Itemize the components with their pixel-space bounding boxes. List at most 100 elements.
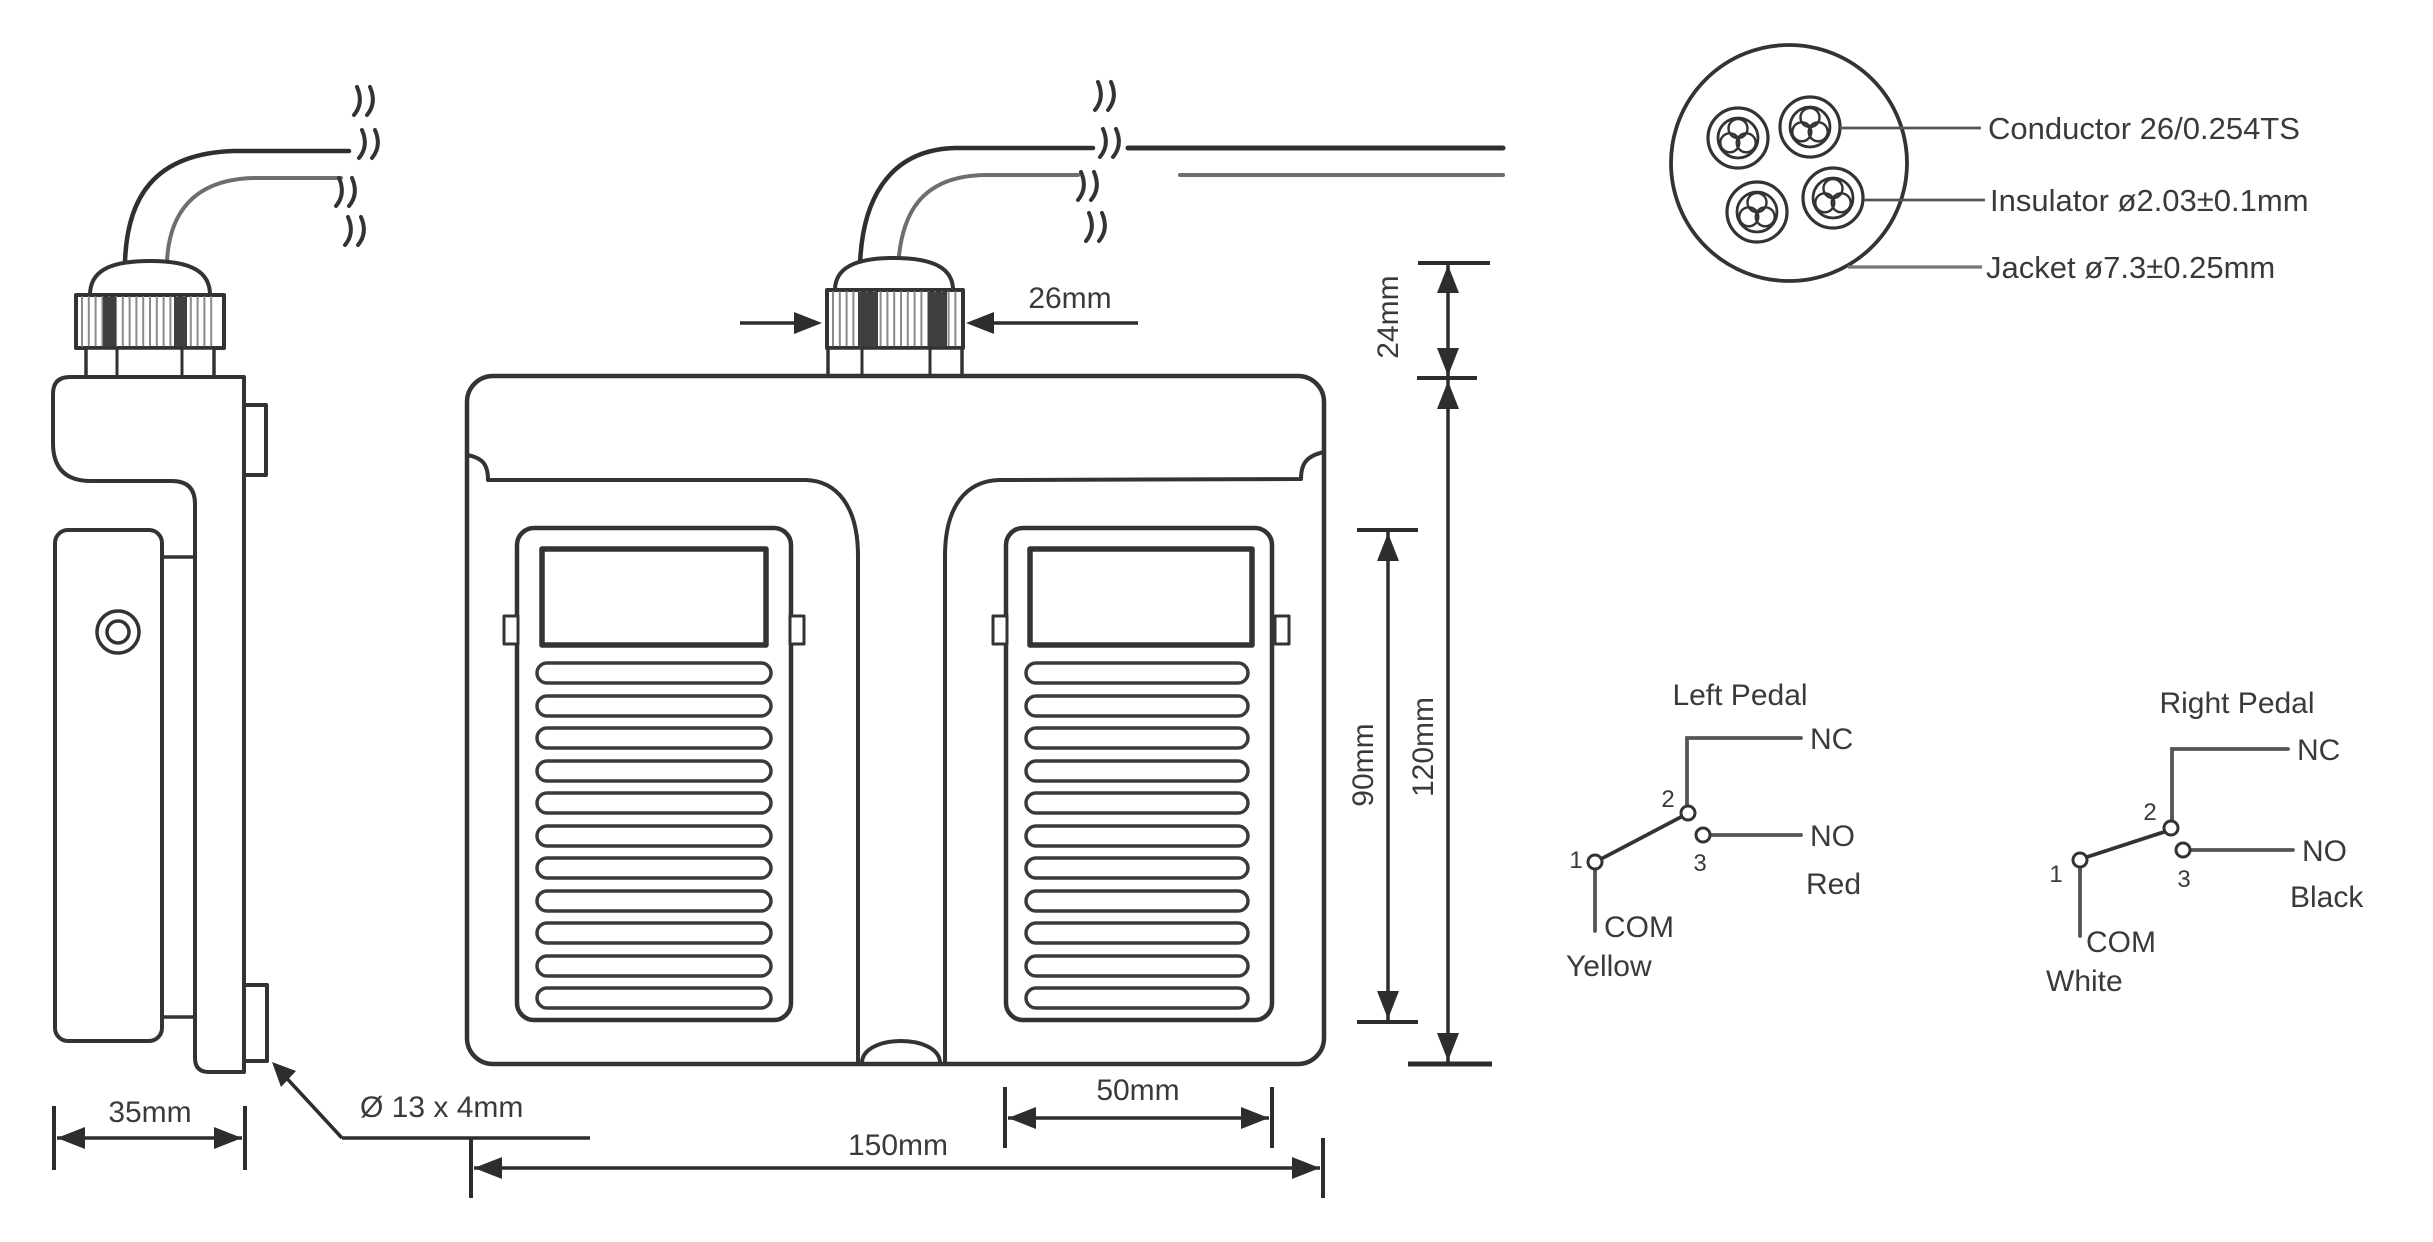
side-cable-outer bbox=[122, 148, 352, 265]
left-pedal-slat bbox=[535, 759, 773, 783]
right-pedal-slat bbox=[1024, 759, 1250, 783]
left-pedal-schematic: Left Pedal NC NO Red 2 1 3 COM Yellow bbox=[1566, 679, 1861, 983]
cable-break-mark bbox=[1093, 80, 1103, 112]
left-pedal-slats bbox=[535, 661, 773, 1010]
left-pedal-slat bbox=[535, 889, 773, 913]
wire-strand bbox=[1791, 121, 1813, 143]
wire-strand bbox=[1735, 132, 1757, 154]
left-pedal-slat bbox=[535, 694, 773, 718]
right-terminal-2-label: 2 bbox=[2143, 799, 2156, 826]
side-hinge-bump bbox=[242, 403, 268, 477]
left-pedal-top-plate bbox=[539, 546, 769, 648]
front-gland-dome bbox=[833, 256, 955, 292]
right-com-label: COM bbox=[2086, 926, 2156, 959]
left-pedal-slat bbox=[535, 726, 773, 750]
right-terminal-1-label: 1 bbox=[2049, 861, 2062, 888]
dim-150mm: 150mm bbox=[469, 1129, 1325, 1198]
cable-break-mark bbox=[1097, 211, 1107, 243]
front-cable-inner bbox=[896, 173, 1080, 272]
side-view bbox=[51, 85, 380, 1074]
cable-break-mark bbox=[352, 85, 362, 117]
insulator-label: Insulator ø2.03±0.1mm bbox=[1990, 183, 2309, 218]
cable-break-mark bbox=[1098, 127, 1108, 159]
dim-clip-leader: Ø 13 x 4mm bbox=[272, 1062, 590, 1140]
left-pedal-slat bbox=[535, 824, 773, 848]
pedal-screw-icon bbox=[105, 619, 131, 645]
left-no-color-label: Red bbox=[1806, 868, 1861, 901]
wire-strand bbox=[1738, 206, 1760, 228]
right-pedal-slat bbox=[1024, 986, 1250, 1010]
front-cable-outer bbox=[857, 145, 1096, 268]
conductor-wire bbox=[1778, 95, 1842, 159]
dim-35mm: 35mm bbox=[52, 1096, 247, 1170]
front-gland-flange bbox=[826, 346, 964, 378]
front-band-divider-left bbox=[465, 453, 860, 1064]
front-gland-nut-band bbox=[928, 292, 947, 346]
right-pedal bbox=[991, 525, 1291, 1023]
wire-strand bbox=[1830, 192, 1852, 214]
dim-label-90mm: 90mm bbox=[1347, 723, 1380, 806]
right-pedal-slat bbox=[1024, 726, 1250, 750]
cable-break-mark bbox=[1076, 170, 1086, 202]
cable-break-mark bbox=[334, 176, 344, 208]
right-terminal-3-dot bbox=[2174, 841, 2192, 859]
cable-break-mark bbox=[343, 215, 353, 247]
right-pedal-slat bbox=[1024, 921, 1250, 945]
wire-strand bbox=[1814, 192, 1836, 214]
left-terminal-3-label: 3 bbox=[1693, 850, 1706, 877]
left-nc-label: NC bbox=[1810, 723, 1853, 756]
wire-strand bbox=[1754, 206, 1776, 228]
front-view bbox=[464, 80, 1506, 1067]
right-switch-lever bbox=[2085, 830, 2166, 859]
dim-label-50mm: 50mm bbox=[1096, 1074, 1179, 1107]
cable-break-mark bbox=[1111, 127, 1121, 159]
wire-strand bbox=[1807, 121, 1829, 143]
conductor-label: Conductor 26/0.254TS bbox=[1988, 111, 2300, 146]
side-pedal-plate bbox=[53, 528, 164, 1043]
cable-break-mark bbox=[365, 85, 375, 117]
dim-90mm: 90mm bbox=[1347, 528, 1418, 1024]
cable-break-mark bbox=[356, 215, 366, 247]
side-gland-nut-band bbox=[174, 297, 187, 346]
dim-label-clip: Ø 13 x 4mm bbox=[360, 1091, 523, 1124]
right-pedal-slat bbox=[1024, 791, 1250, 815]
right-nc-label: NC bbox=[2297, 734, 2340, 767]
right-pedal-side-tab bbox=[1273, 614, 1291, 646]
left-pedal bbox=[502, 525, 806, 1023]
right-pedal-slat bbox=[1024, 954, 1250, 978]
cable-conductors bbox=[1706, 95, 1865, 244]
front-band-divider-right bbox=[943, 450, 1326, 1064]
left-pedal-slat bbox=[535, 954, 773, 978]
dim-120mm: 120mm bbox=[1407, 378, 1492, 1067]
right-pedal-side-tab bbox=[991, 614, 1009, 646]
cable-break-mark bbox=[347, 176, 357, 208]
right-pedal-slats bbox=[1024, 661, 1250, 1010]
side-gland-nut-band bbox=[103, 297, 116, 346]
left-terminal-1-label: 1 bbox=[1569, 847, 1582, 874]
dimensions: 26mm 24mm 120mm 90mm bbox=[52, 261, 1492, 1198]
conductor-wire bbox=[1725, 180, 1789, 244]
right-com-color-label: White bbox=[2046, 965, 2123, 998]
dim-label-35mm: 35mm bbox=[108, 1096, 191, 1129]
right-nc-wire bbox=[2170, 747, 2290, 823]
wire-strand bbox=[1719, 132, 1741, 154]
conductor-wire bbox=[1801, 166, 1865, 230]
side-gland-dome bbox=[88, 259, 212, 297]
left-pedal-slat bbox=[535, 986, 773, 1010]
right-no-label: NO bbox=[2302, 835, 2347, 868]
dim-24mm: 24mm bbox=[1372, 261, 1490, 380]
cable-break-mark bbox=[1106, 80, 1116, 112]
dim-label-24mm: 24mm bbox=[1372, 275, 1405, 358]
left-nc-wire bbox=[1685, 736, 1803, 808]
right-terminal-1-dot bbox=[2071, 851, 2089, 869]
dim-label-26mm: 26mm bbox=[1028, 282, 1111, 315]
conductor-wire bbox=[1706, 106, 1770, 170]
dim-50mm: 50mm bbox=[1003, 1074, 1274, 1148]
front-gland-nut-band bbox=[858, 292, 878, 346]
left-terminal-2-dot bbox=[1679, 804, 1697, 822]
side-cable-inner bbox=[165, 176, 343, 264]
right-pedal-schematic: Right Pedal NC NO Black 2 1 3 COM White bbox=[2046, 687, 2364, 998]
cable-jacket-circle bbox=[1669, 43, 1909, 283]
